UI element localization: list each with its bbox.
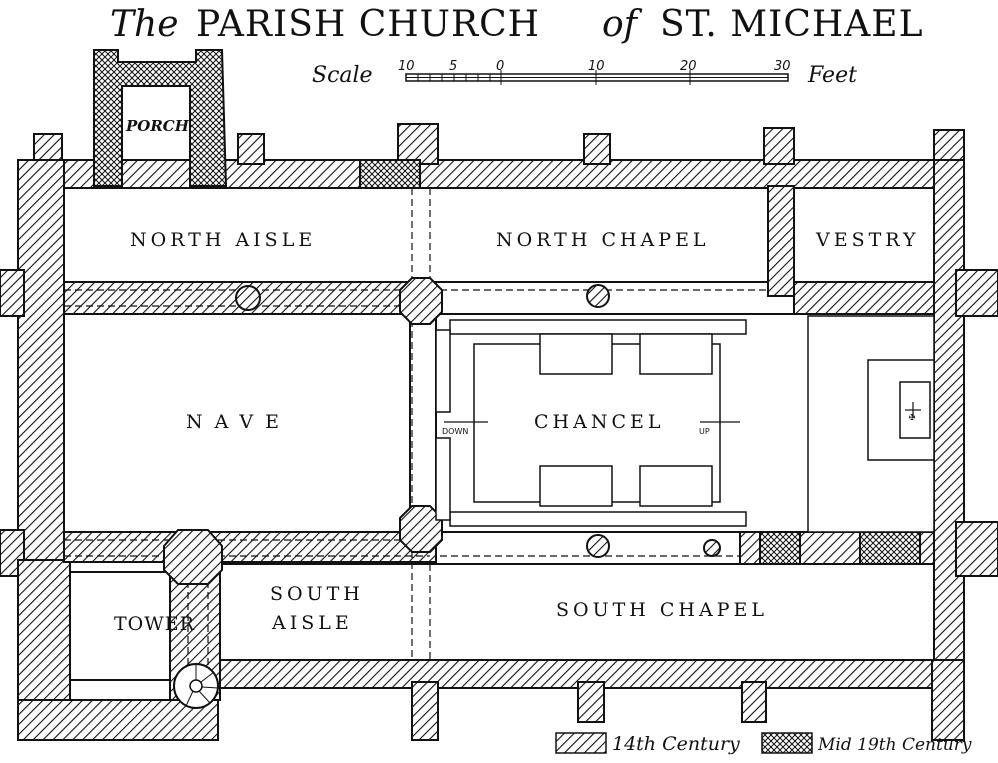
tower-space bbox=[69, 571, 171, 681]
label-south-aisle-line1: SOUTH bbox=[270, 583, 364, 605]
scale-tick-label: 30 bbox=[774, 59, 791, 74]
south-aisle-chapel-space bbox=[219, 563, 935, 661]
label-south-chapel: SOUTH CHAPEL bbox=[556, 599, 768, 621]
label-north-chapel: NORTH CHAPEL bbox=[496, 229, 710, 251]
legend: 14th Century Mid 19th Century bbox=[555, 732, 972, 755]
label-down: DOWN bbox=[442, 427, 468, 436]
legend-swatch-19th bbox=[761, 732, 813, 754]
pier bbox=[399, 277, 443, 325]
legend-swatch-14th bbox=[555, 732, 607, 754]
pier bbox=[235, 285, 261, 311]
chancel-stalls bbox=[435, 315, 935, 533]
nave-space bbox=[63, 313, 411, 533]
pier bbox=[703, 539, 721, 557]
piers bbox=[163, 277, 721, 585]
stair-turret bbox=[173, 663, 219, 709]
north-wall bbox=[33, 159, 965, 189]
label-tower: TOWER bbox=[114, 613, 195, 635]
label-south-aisle-line2: AISLE bbox=[271, 612, 353, 634]
porch-walls bbox=[93, 49, 228, 187]
legend-label-19th: Mid 19th Century bbox=[817, 735, 972, 755]
porch-space bbox=[121, 85, 191, 161]
title-prefix: The bbox=[110, 4, 179, 45]
scale-tick-label: 20 bbox=[680, 59, 697, 74]
scale-label: Scale bbox=[312, 63, 373, 88]
title-main: PARISH CHURCH bbox=[196, 4, 540, 45]
title-connector: of bbox=[602, 4, 643, 45]
vestry-space bbox=[793, 187, 935, 283]
label-up: UP bbox=[699, 427, 710, 436]
pier bbox=[586, 534, 610, 558]
scale-tick-label: 5 bbox=[449, 59, 457, 74]
title-name: ST. MICHAEL bbox=[660, 4, 923, 45]
scale-tick-label: 0 bbox=[496, 59, 504, 74]
altar-cross-icon: ✠ bbox=[909, 413, 916, 422]
label-chancel: CHANCEL bbox=[534, 411, 664, 433]
label-nave: NAVE bbox=[186, 411, 291, 433]
scale-bar: Scale Feet 10 5 0 10 20 30 bbox=[312, 59, 857, 88]
label-north-aisle: NORTH AISLE bbox=[130, 229, 316, 251]
pier bbox=[586, 284, 610, 308]
room-labels: PORCH NORTH AISLE NORTH CHAPEL VESTRY NA… bbox=[114, 117, 920, 635]
scale-tick-label: 10 bbox=[588, 59, 605, 74]
legend-label-14th: 14th Century bbox=[612, 733, 740, 755]
title: The PARISH CHURCH of ST. MICHAEL bbox=[110, 4, 923, 45]
scale-unit: Feet bbox=[807, 63, 857, 88]
label-vestry: VESTRY bbox=[815, 229, 920, 251]
pier bbox=[163, 529, 223, 585]
scale-tick-label: 10 bbox=[398, 59, 415, 74]
label-porch: PORCH bbox=[125, 117, 190, 135]
east-wall bbox=[933, 159, 965, 681]
pier bbox=[399, 505, 443, 553]
north-aisle-chapel-space bbox=[63, 187, 769, 283]
